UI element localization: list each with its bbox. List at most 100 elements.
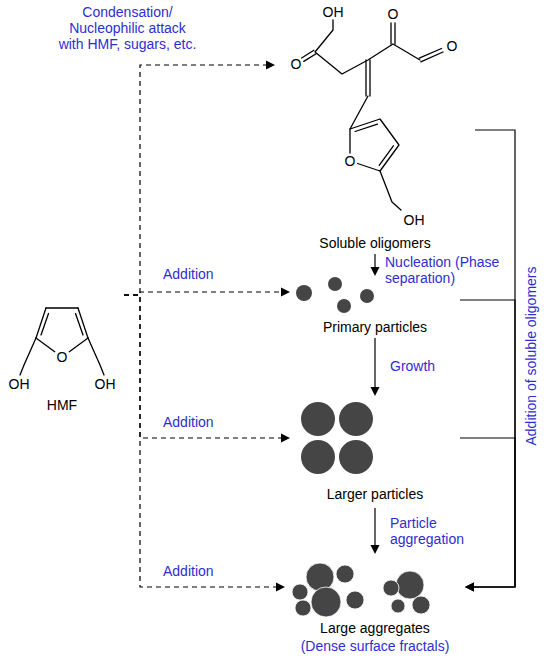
- particle-group: [296, 277, 374, 313]
- solid-arrow: [371, 508, 380, 554]
- dashed-arrow: [124, 295, 285, 592]
- bond-line: [36, 338, 55, 352]
- atom-label: OH: [95, 376, 116, 392]
- connector-line: [124, 295, 278, 587]
- stage-label: Large aggregates: [320, 620, 430, 636]
- bracket-label: Addition of soluble oligomers: [523, 236, 539, 476]
- arrow-head: [266, 61, 275, 70]
- particle-circle: [336, 565, 354, 583]
- atom-label: O: [345, 153, 356, 169]
- atom-label: O: [291, 56, 302, 72]
- atom-label: OH: [323, 4, 344, 20]
- bond-line: [380, 171, 401, 210]
- bond-line: [41, 314, 49, 336]
- connector-line: [460, 300, 515, 587]
- bond-line: [369, 60, 370, 96]
- connector-line: [472, 130, 515, 587]
- particle-group: [292, 563, 430, 617]
- particle-stage: Large aggregates (Dense surface fractals): [285, 554, 465, 662]
- bond-line: [88, 338, 104, 375]
- stage-note: (Dense surface fractals): [301, 638, 450, 654]
- arrow-head: [465, 583, 474, 592]
- particle-circle: [337, 299, 351, 313]
- connector-line: [124, 292, 283, 295]
- connector-line: [124, 65, 268, 295]
- bond-line: [302, 50, 314, 58]
- dashed-arrow: [124, 295, 290, 443]
- step-label: Growth: [390, 358, 435, 374]
- particle-circle: [292, 584, 308, 600]
- connector-line: [374, 254, 375, 269]
- step-label: Particle aggregation: [390, 515, 485, 547]
- particle-circle: [360, 289, 374, 303]
- particle-circle: [339, 402, 373, 436]
- bond-line: [355, 124, 377, 131]
- particle-circle: [412, 596, 430, 614]
- particle-circle: [339, 440, 373, 474]
- arrow-head: [465, 583, 474, 592]
- particle-stage: Larger particles: [290, 396, 460, 508]
- arrow-head: [465, 583, 474, 592]
- arrow-head: [371, 267, 380, 276]
- molecule-node: OH O OH HMF: [4, 285, 124, 417]
- step-label: Nucleation (Phase separation): [385, 254, 515, 286]
- particle-circle: [301, 402, 335, 436]
- particle-circle: [391, 599, 405, 613]
- bond-line: [365, 60, 366, 96]
- connector-line: [124, 295, 283, 438]
- step-label: Condensation/ Nucleophilic attack with H…: [56, 4, 199, 52]
- stage-label: Primary particles: [323, 319, 427, 335]
- bond-line: [46, 307, 78, 308]
- bond-group: [20, 308, 104, 375]
- solid-arrow: [371, 254, 380, 276]
- step-label: Addition: [163, 414, 214, 430]
- dashed-arrow: [124, 61, 275, 296]
- connector-line: [460, 438, 515, 587]
- connector-line: [374, 508, 375, 547]
- bond-line: [390, 23, 391, 44]
- molecule-node: OHOOOOOHSoluble oligomers: [275, 0, 475, 254]
- bond-line: [421, 52, 443, 62]
- particle-circle: [383, 580, 399, 596]
- atom-label: O: [388, 6, 399, 22]
- atom-label: OH: [404, 212, 425, 228]
- connector-line: [374, 338, 375, 389]
- atom-label: O: [57, 349, 68, 365]
- arrow-head: [371, 387, 380, 396]
- bond-line: [349, 129, 350, 153]
- particle-circle: [306, 563, 334, 591]
- solid-arrow: [460, 438, 515, 592]
- stage-label: Soluble oligomers: [319, 235, 430, 251]
- compound-name: HMF: [47, 397, 77, 413]
- arrow-head: [371, 545, 380, 554]
- bond-line: [379, 146, 393, 166]
- bond-line: [350, 96, 399, 171]
- bond-line: [20, 338, 36, 375]
- arrow-head: [281, 288, 290, 297]
- bond-group: [302, 20, 443, 210]
- atom-label: OH: [9, 376, 30, 392]
- arrow-head: [281, 434, 290, 443]
- solid-arrow: [460, 300, 515, 592]
- dashed-arrow: [124, 288, 290, 297]
- step-label: Addition: [163, 266, 214, 282]
- molecule-drawing: [275, 0, 475, 254]
- solid-arrow: [371, 338, 380, 396]
- solid-arrow: [465, 130, 515, 592]
- bond-line: [419, 49, 441, 59]
- particle-circle: [301, 440, 335, 474]
- particle-circle: [328, 277, 342, 291]
- bond-line: [69, 338, 88, 352]
- arrow-head: [276, 583, 285, 592]
- step-label: Addition: [163, 563, 214, 579]
- particle-group: [301, 402, 373, 474]
- particle-circle: [311, 587, 341, 617]
- stage-label: Larger particles: [327, 486, 424, 502]
- bond-line: [315, 20, 420, 74]
- particle-circle: [295, 600, 311, 616]
- bond-line: [76, 314, 84, 336]
- particle-circle: [296, 285, 312, 301]
- particle-circle: [346, 591, 364, 609]
- particle-circle: [396, 571, 424, 599]
